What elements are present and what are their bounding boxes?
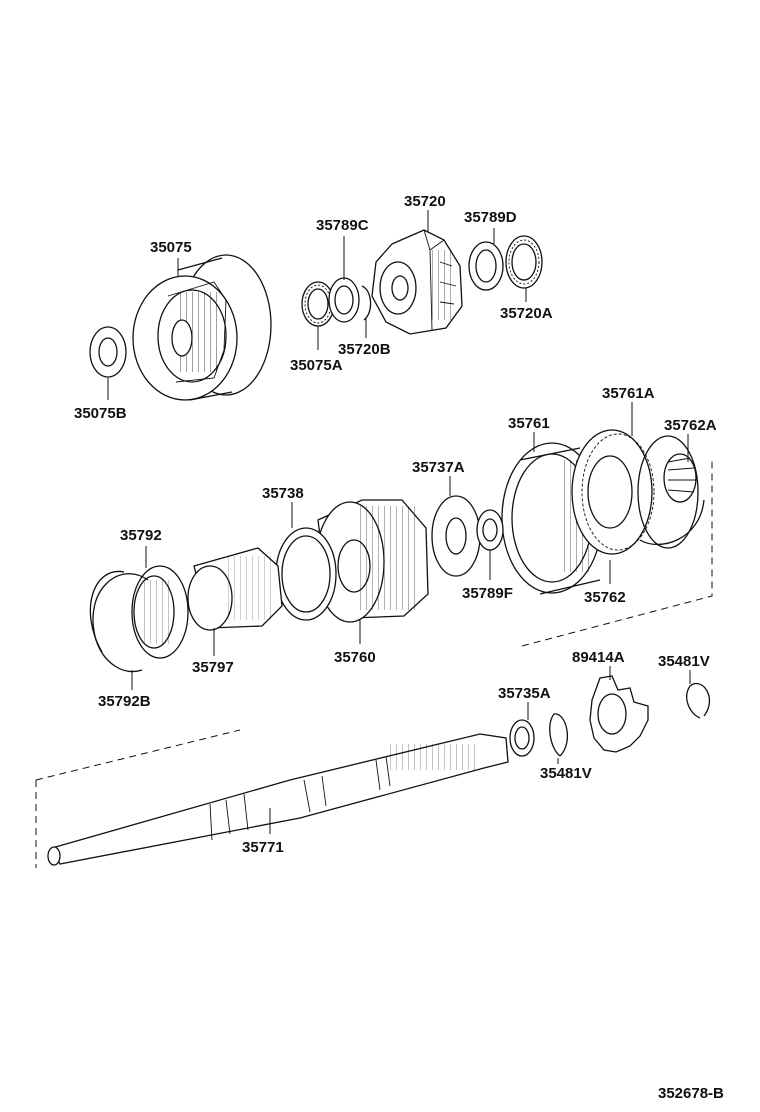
label-35761: 35761: [508, 415, 550, 432]
label-35761A: 35761A: [602, 385, 655, 402]
part-35735A-washer: [509, 719, 535, 757]
assembly-line-lower: [35, 729, 241, 868]
label-35481V-right: 35481V: [658, 653, 710, 670]
part-35762-ring: [639, 499, 705, 546]
part-35720A-bearing: [505, 235, 543, 289]
label-35075A: 35075A: [290, 357, 343, 374]
label-35720: 35720: [404, 193, 446, 210]
label-35789C: 35789C: [316, 217, 369, 234]
label-35789D: 35789D: [464, 209, 517, 226]
label-89414A: 89414A: [572, 649, 625, 666]
part-35789D-washer: [468, 241, 504, 291]
part-35481V-snap-ring-lower: [549, 713, 569, 757]
label-35792: 35792: [120, 527, 162, 544]
label-35075B: 35075B: [74, 405, 127, 422]
label-35738: 35738: [262, 485, 304, 502]
label-35720B: 35720B: [338, 341, 391, 358]
label-35075: 35075: [150, 239, 192, 256]
label-35792B: 35792B: [98, 693, 151, 710]
assembly-line-upper: [521, 460, 713, 647]
label-35720A: 35720A: [500, 305, 553, 322]
part-89414A-rotor: [589, 675, 649, 753]
part-35737A-washer: [431, 495, 481, 577]
label-35737A: 35737A: [412, 459, 465, 476]
part-35762A-spring: [637, 435, 699, 549]
part-35738-ring: [275, 527, 337, 621]
part-35792B-snap-ring: [89, 570, 149, 673]
part-35797-hub: [187, 547, 283, 631]
part-35075B-washer: [89, 326, 127, 378]
part-35792-bearing: [131, 565, 189, 659]
label-35789F: 35789F: [462, 585, 513, 602]
part-35720B-snap-ring: [361, 285, 372, 321]
diagram-id: 352678-B: [658, 1085, 724, 1102]
part-35481V-snap-ring-right: [686, 683, 710, 719]
label-35760: 35760: [334, 649, 376, 666]
label-35797: 35797: [192, 659, 234, 676]
label-35762A: 35762A: [664, 417, 717, 434]
label-35762: 35762: [584, 589, 626, 606]
part-35789C-ring: [328, 277, 360, 323]
part-35075-drum: [132, 254, 272, 401]
part-35761A-plate: [571, 429, 655, 555]
part-35789F-washer: [476, 509, 504, 551]
leader-lines: [107, 210, 691, 834]
part-35720-gear: [371, 229, 463, 335]
label-35735A: 35735A: [498, 685, 551, 702]
label-35771: 35771: [242, 839, 284, 856]
part-35771-shaft: [47, 733, 509, 866]
label-35481V-lower: 35481V: [540, 765, 592, 782]
